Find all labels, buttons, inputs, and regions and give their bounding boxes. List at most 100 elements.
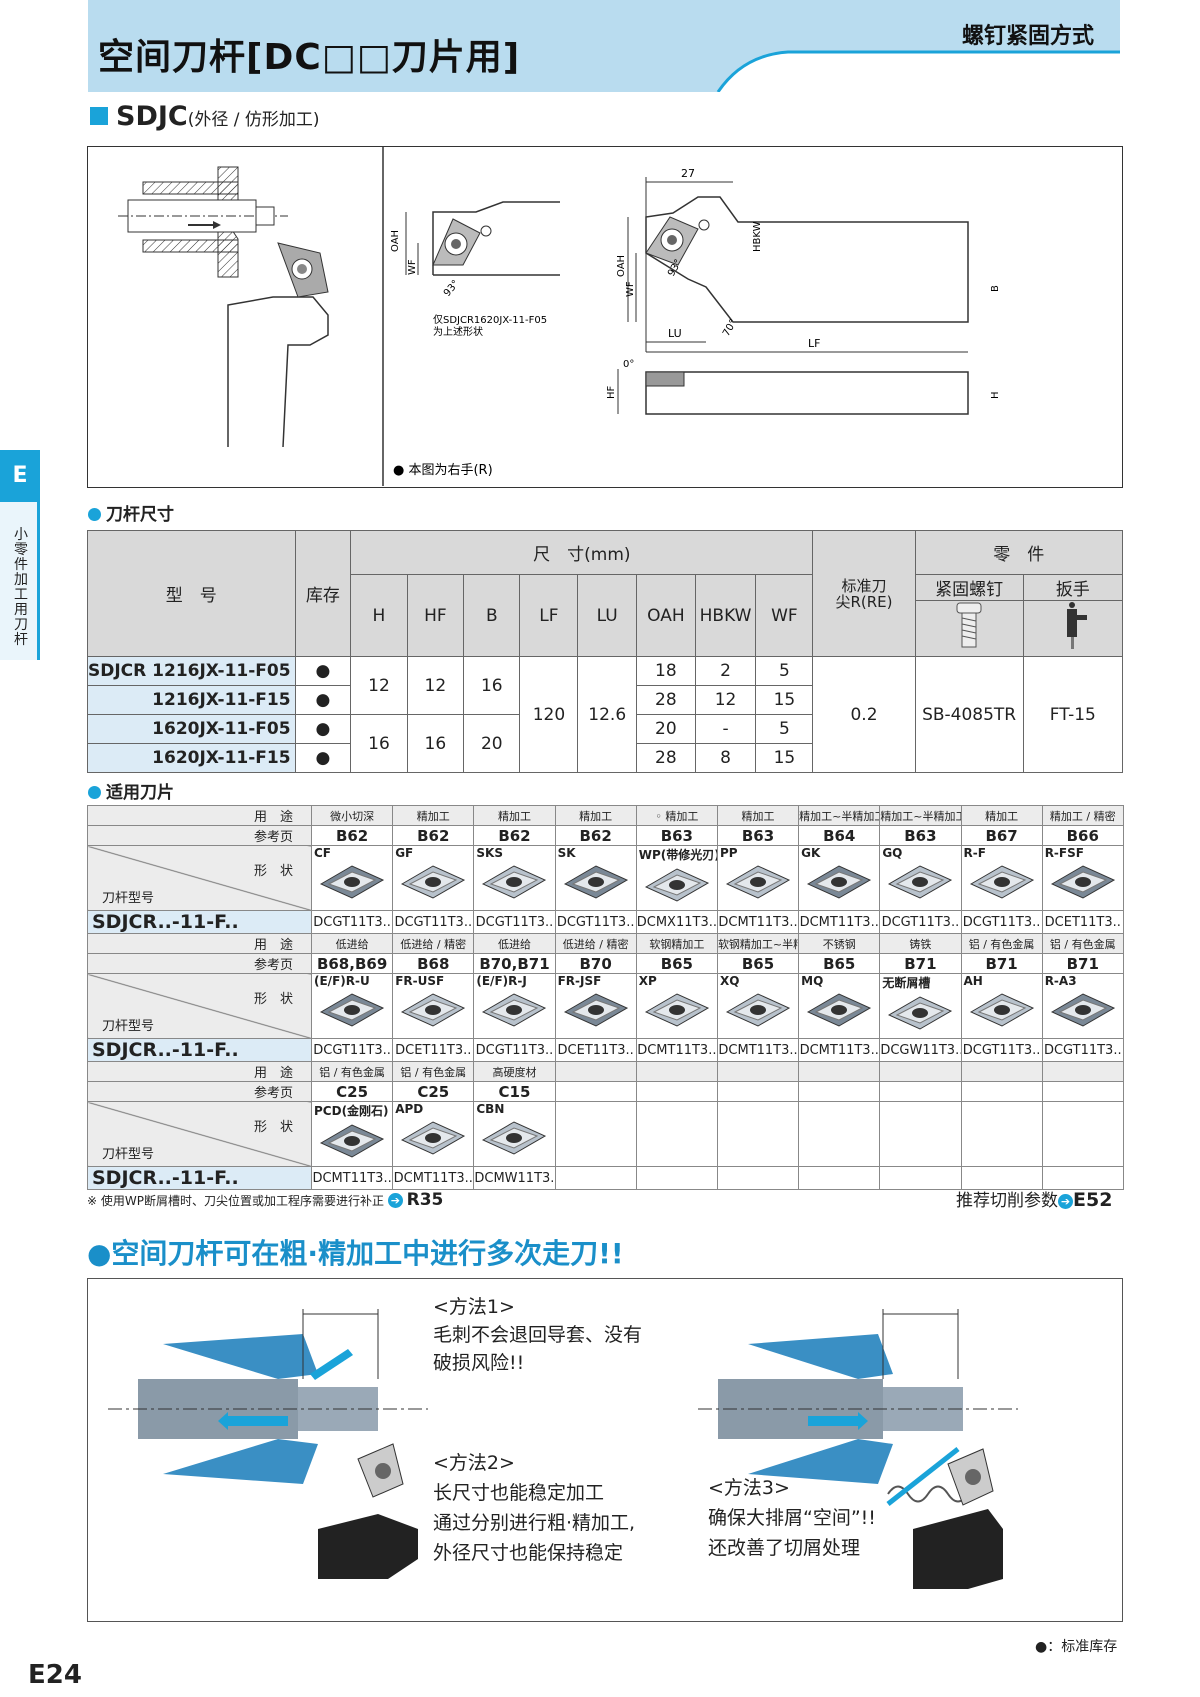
col-hf: HF — [406, 574, 465, 657]
label-ref: 参考页 — [87, 1081, 312, 1102]
holder-top-view: 27 OAH WF HBKW B LU LF 93° 70° — [616, 167, 1001, 353]
insert-code: DCMT11T3.. — [635, 1038, 718, 1062]
insert-code: DCGT11T3.. — [473, 910, 556, 934]
bullet-icon — [88, 786, 101, 799]
cell-screw: SB-4085TR — [914, 656, 1024, 773]
insert-ref-page: C25 — [392, 1081, 475, 1102]
empty-cell — [879, 1101, 962, 1167]
method2-line1: 长尺寸也能稳定加工 — [433, 1482, 605, 1504]
cell-b: 16 — [463, 656, 521, 715]
insert-code: DCGT11T3.. — [392, 910, 475, 934]
insert-chipbreaker: XP — [638, 974, 657, 989]
empty-cell — [635, 1166, 718, 1190]
dim-b: B — [990, 285, 1001, 292]
col-b: B — [463, 574, 521, 657]
wp-note: ※ 使用WP断屑槽时、刀尖位置或加工程序需要进行补正 ➔ R35 — [87, 1190, 443, 1210]
holder-drawing: OAH WF 93° 仅SDJCR1620JX-11-F05 为上述形状 27 … — [118, 147, 1001, 486]
wrench-icon — [1066, 602, 1087, 649]
label-shape: 形 状 — [253, 1120, 293, 1135]
drawing-box: OAH WF 93° 仅SDJCR1620JX-11-F05 为上述形状 27 … — [87, 146, 1123, 488]
empty-cell — [798, 1166, 881, 1190]
method2-title: <方法2> — [433, 1452, 515, 1474]
cell-wf: 5 — [755, 714, 814, 744]
insert-icon — [969, 993, 1034, 1027]
insert-shape: R-FSF — [1041, 845, 1124, 911]
holder-model: SDJCR..-11-F.. — [87, 910, 312, 934]
cell-wf: 15 — [755, 743, 814, 773]
insert-chipbreaker: R-A3 — [1044, 974, 1077, 989]
col-h: H — [350, 574, 408, 657]
insert-use: 铝 / 有色金属 — [392, 1061, 475, 1082]
insert-shape: R-A3 — [1041, 973, 1124, 1039]
insert-icon — [725, 993, 791, 1027]
label-shape-holder: 形 状刀杆型号 — [87, 845, 312, 911]
wrench-image — [1022, 600, 1124, 657]
insert-shape: (E/F)R-U — [310, 973, 394, 1039]
insert-ref-page: B71 — [960, 953, 1043, 974]
holder-side-view: HF 0° H — [606, 359, 1001, 415]
label-shape-holder: 形 状刀杆型号 — [87, 973, 312, 1039]
method1-line1: 毛刺不会退回导套、没有 — [433, 1324, 643, 1346]
empty-cell — [879, 1166, 962, 1190]
dim-wf-r: WF — [625, 281, 636, 297]
holder-top-view-small: OAH WF 93° 仅SDJCR1620JX-11-F05 为上述形状 — [390, 201, 560, 338]
insert-chipbreaker: PP — [719, 846, 738, 861]
insert-ref-page: B62 — [310, 825, 394, 846]
insert-use: 精加工 — [392, 805, 475, 826]
holder-model: SDJCR..-11-F.. — [87, 1038, 312, 1062]
empty-cell — [716, 1081, 800, 1102]
insert-ref-page: C15 — [473, 1081, 556, 1102]
label-use: 用 途 — [87, 1061, 312, 1082]
holder-model: SDJCR..-11-F.. — [87, 1166, 312, 1190]
insert-chipbreaker: SKS — [476, 846, 503, 861]
insert-use: 铝 / 有色金属 — [1041, 933, 1124, 954]
insert-code: DCMT11T3.. — [798, 910, 881, 934]
cell-hf: 16 — [406, 714, 465, 773]
dim-angle-93: 93° — [442, 278, 462, 299]
dim-oah-r: OAH — [616, 255, 627, 277]
model-prefix: SDJCR — [88, 661, 147, 681]
insert-ref-page: B66 — [1041, 825, 1124, 846]
insert-shape: R-F — [960, 845, 1043, 911]
insert-code: DCET11T3.. — [554, 1038, 637, 1062]
insert-chipbreaker: GK — [801, 846, 821, 861]
cell-oah: 18 — [636, 656, 696, 686]
cell-hbkw: 2 — [694, 656, 757, 686]
insert-use: 精加工 — [554, 805, 637, 826]
method3-line1: 确保大排屑“空间”!! — [708, 1507, 876, 1529]
insert-ref-page: B65 — [716, 953, 800, 974]
section-code: SDJC — [116, 101, 188, 132]
insert-ref-page: B68 — [392, 953, 475, 974]
arrow-right-icon: ➔ — [1058, 1194, 1073, 1209]
dim-lf: LF — [808, 337, 820, 350]
header-banner — [88, 0, 1120, 92]
method1-line2: 破损风险!! — [433, 1352, 525, 1374]
empty-cell — [1041, 1101, 1124, 1167]
method3-illustration — [698, 1309, 1018, 1589]
holder-dims-heading-text: 刀杆尺寸 — [106, 505, 174, 525]
holder-dims-heading: 刀杆尺寸 — [88, 500, 174, 525]
insert-shape: WP(带修光刃) — [635, 845, 718, 911]
side-tab-letter: E — [0, 450, 40, 502]
col-screw: 紧固螺钉 — [914, 574, 1024, 601]
insert-icon — [644, 868, 709, 902]
empty-cell — [554, 1081, 637, 1102]
dim-h: H — [990, 391, 1001, 399]
empty-cell — [879, 1061, 962, 1082]
insert-ref-page: B62 — [392, 825, 475, 846]
arrow-right-icon: ➔ — [387, 1193, 403, 1208]
insert-use: 铸铁 — [879, 933, 962, 954]
stock-dot: ● — [294, 685, 352, 715]
method1-title: <方法1> — [433, 1296, 515, 1318]
insert-chipbreaker: CF — [314, 846, 332, 861]
bushing-illustration — [118, 166, 329, 448]
insert-shape: FR-USF — [392, 973, 475, 1039]
insert-chipbreaker: CBN — [476, 1102, 505, 1117]
cell-oah: 20 — [636, 714, 696, 744]
insert-code: DCGT11T3.. — [879, 910, 962, 934]
empty-cell — [716, 1166, 800, 1190]
insert-ref-page: B71 — [879, 953, 962, 974]
insert-icon — [807, 993, 872, 1027]
insert-icon — [1050, 993, 1115, 1027]
insert-use: 铝 / 有色金属 — [310, 1061, 394, 1082]
